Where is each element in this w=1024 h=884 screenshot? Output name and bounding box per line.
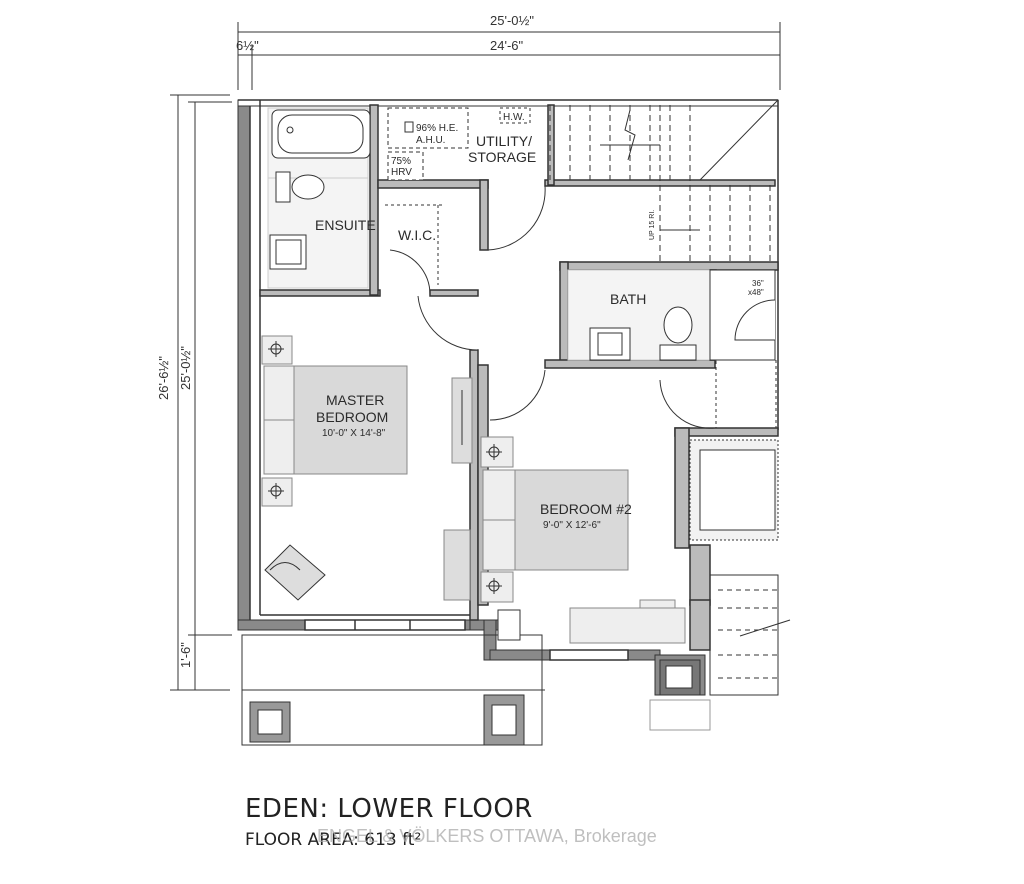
ahu-label-1: 96% H.E. (416, 123, 458, 134)
interior-walls (259, 104, 779, 651)
bath-fixtures (417, 269, 776, 421)
stairs (549, 99, 779, 262)
master-label-1: MASTER (326, 392, 384, 408)
bedroom2-furniture (480, 436, 686, 644)
hrv-label-2: HRV (391, 167, 412, 178)
brokerage-watermark: ENGEL & VÖLKERS OTTAWA, Brokerage (317, 826, 657, 846)
shower-size-1: 36" (752, 279, 764, 288)
bedroom2-size: 9'-0" X 12'-6" (543, 520, 601, 531)
storage-label: STORAGE (468, 149, 536, 165)
floor-area: FLOOR AREA: 613 ft² (245, 830, 422, 850)
bedroom2-closet (659, 359, 777, 429)
dim-inner-depth: 25'-0½" (178, 346, 193, 390)
porch (241, 609, 711, 746)
ensuite-fixtures (267, 107, 371, 289)
hrv-label-1: 75% (391, 156, 411, 167)
plan-title: EDEN: LOWER FLOOR (245, 794, 533, 824)
dim-overall-depth: 26'-6½" (156, 356, 171, 400)
exterior-features (689, 439, 791, 696)
windows (304, 619, 629, 661)
master-size: 10'-0" X 14'-8" (322, 428, 386, 439)
master-furniture (261, 335, 473, 601)
utility-equipment (387, 107, 531, 181)
dim-porch-depth: 1'-6" (178, 642, 193, 668)
ensuite-label: ENSUITE (315, 217, 376, 233)
ahu-label-2: A.H.U. (416, 135, 445, 146)
dim-inner-width: 24'-6" (490, 38, 524, 53)
bedroom2-lamps (486, 444, 502, 594)
bath-label: BATH (610, 291, 646, 307)
wic-closet (385, 185, 546, 296)
utility-label: UTILITY/ (476, 133, 532, 149)
shower-size-2: x48" (748, 288, 764, 297)
stairs-note: UP 15 RI. (649, 210, 656, 240)
dim-offset: 6½" (236, 38, 259, 53)
hw-label: H.W. (503, 112, 525, 123)
master-label-2: BEDROOM (316, 409, 388, 425)
wic-label: W.I.C. (398, 227, 436, 243)
master-lamps (268, 341, 463, 499)
dimension-lines (170, 22, 781, 691)
bedroom2-label: BEDROOM #2 (540, 501, 632, 517)
dim-overall-width: 25'-0½" (490, 13, 534, 28)
